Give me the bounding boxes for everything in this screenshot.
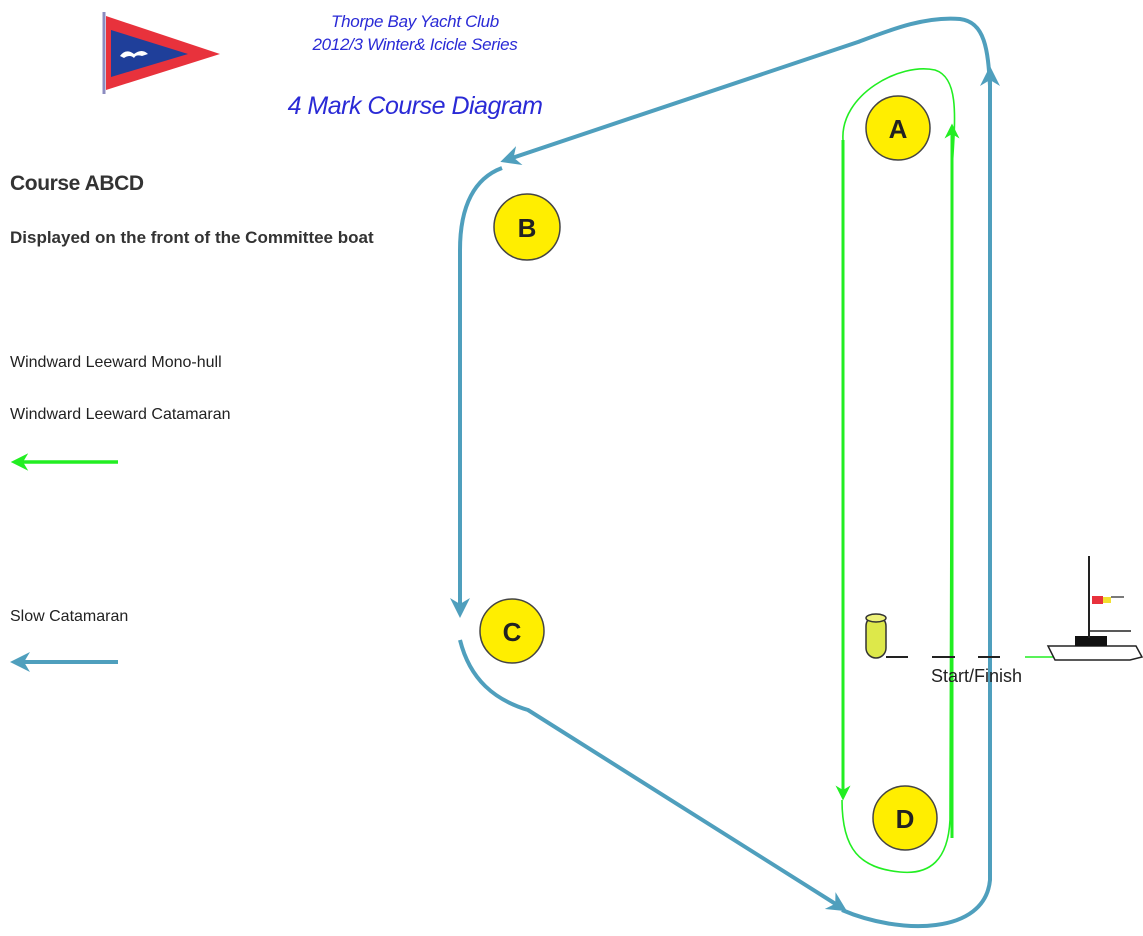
club-title-block: Thorpe Bay Yacht Club 2012/3 Winter& Ici… — [250, 10, 580, 56]
mark-c-label: C — [503, 617, 522, 647]
slow-catamaran-route-left — [450, 166, 503, 618]
legend-label-slow-catamaran: Slow Catamaran — [10, 608, 129, 625]
course-heading: Course ABCD — [10, 172, 144, 195]
mark-d: D — [872, 785, 938, 851]
series-name: 2012/3 Winter& Icicle Series — [312, 35, 518, 54]
legend-label-catamaran: Windward Leeward Catamaran — [10, 406, 231, 423]
legend-label-mono-hull: Windward Leeward Mono-hull — [10, 354, 222, 371]
mark-a: A — [865, 95, 931, 161]
mark-a-label: A — [889, 114, 908, 144]
diagram-title: 4 Mark Course Diagram — [287, 92, 543, 120]
windward-leeward-loop — [841, 68, 956, 874]
slow-catamaran-route-top — [500, 16, 992, 166]
slow-catamaran-route-right — [841, 66, 1000, 929]
club-name: Thorpe Bay Yacht Club — [331, 12, 499, 31]
start-finish-line — [865, 556, 1143, 661]
mark-d-label: D — [896, 804, 915, 834]
pin-buoy-icon — [865, 613, 887, 659]
club-burgee-logo — [102, 12, 220, 94]
committee-boat-icon — [1046, 556, 1143, 661]
mark-b-label: B — [518, 213, 537, 243]
mark-c: C — [479, 598, 545, 664]
slow-catamaran-route-bottom — [458, 639, 848, 912]
start-finish-label: Start/Finish — [931, 666, 1023, 686]
display-note: Displayed on the front of the Committee … — [10, 228, 374, 247]
mark-b: B — [493, 193, 561, 261]
